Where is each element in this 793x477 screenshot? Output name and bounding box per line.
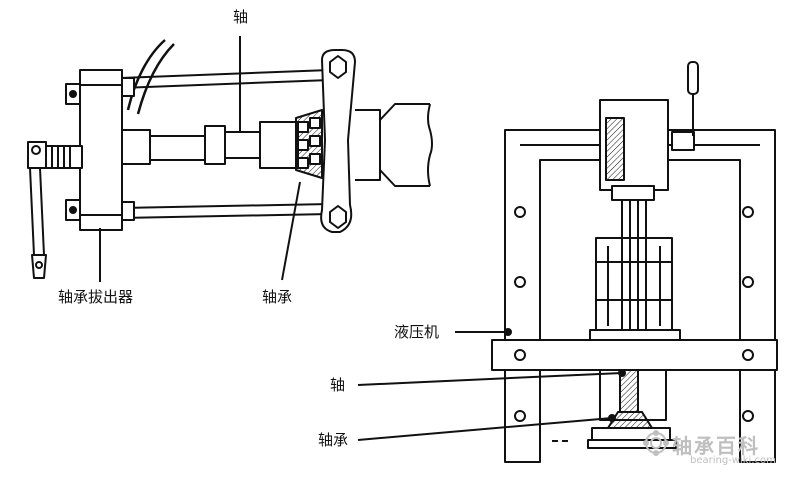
press-lower-area — [552, 369, 677, 449]
hydraulic-hose — [126, 39, 175, 115]
puller-yoke — [320, 49, 356, 233]
press-frame-holes — [514, 206, 754, 422]
bearing-left — [295, 109, 323, 179]
watermark-logo-text: 轴承百科 — [672, 434, 760, 458]
label-shaft-right: 轴 — [330, 376, 346, 394]
leader-lines-left — [99, 36, 301, 282]
watermark-logo-icon — [643, 430, 669, 456]
press-frame — [504, 129, 776, 463]
shaft-left — [204, 121, 299, 169]
leader-lines-right — [357, 328, 626, 441]
label-hydraulic-press: 液压机 — [394, 323, 440, 341]
label-bearing-puller: 轴承拔出器 — [58, 288, 134, 306]
press-ram — [621, 199, 647, 331]
shaft-end — [355, 103, 433, 187]
label-shaft-top: 轴 — [233, 8, 249, 26]
watermark-url: bearing-wiki.com — [690, 455, 776, 466]
bearing-puller-figure — [27, 39, 433, 279]
press-guide-window — [595, 237, 673, 333]
press-cylinder — [599, 61, 699, 201]
label-bearing-right: 轴承 — [318, 431, 349, 449]
puller-screw — [39, 129, 206, 169]
hydraulic-press-figure — [491, 61, 778, 463]
label-bearing-left: 轴承 — [262, 288, 293, 306]
puller-handle — [27, 141, 47, 279]
